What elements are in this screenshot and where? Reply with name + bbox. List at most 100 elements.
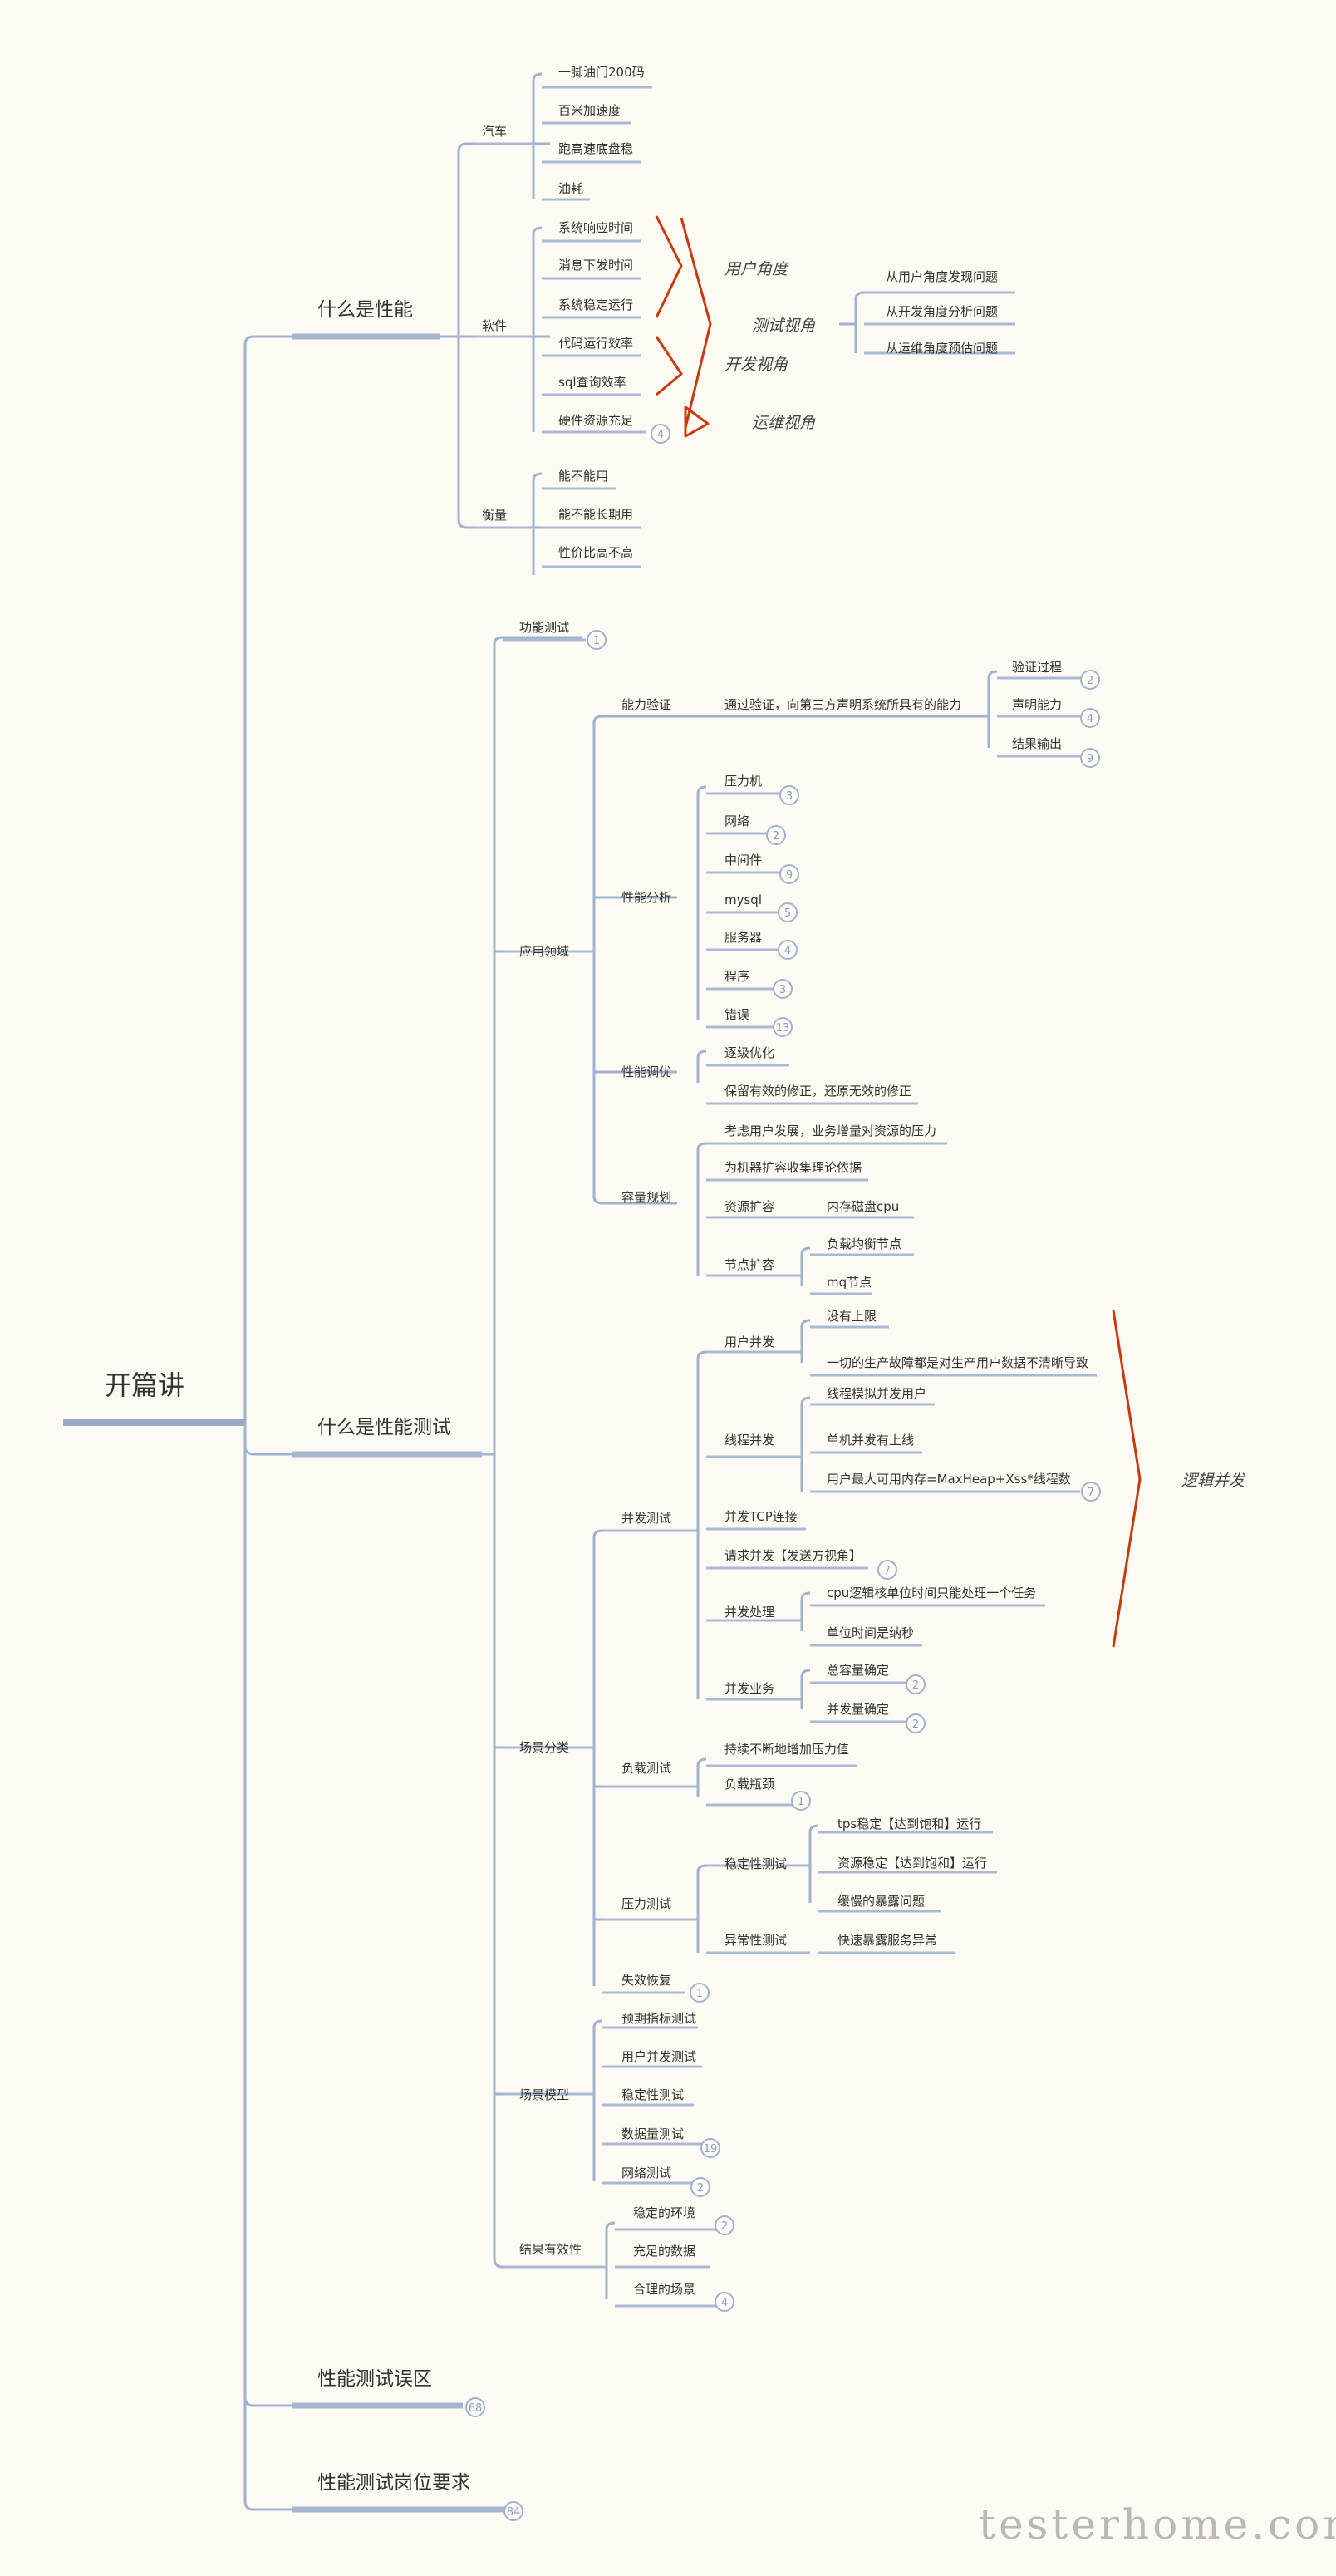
perf-tuning-item: 逐级优化	[724, 1045, 774, 1060]
scene-model-item: 网络测试	[621, 2166, 671, 2180]
conc-business: 并发业务	[724, 1681, 774, 1696]
svg-text:2: 2	[912, 1718, 919, 1731]
collapse-badge[interactable]: 19	[700, 2138, 720, 2158]
conc-user: 用户并发	[724, 1335, 774, 1349]
perf-analysis-item: 程序	[724, 969, 749, 984]
branch-pitfalls: 性能测试误区	[317, 2368, 432, 2390]
perf-analysis-item: 压力机	[724, 774, 762, 789]
collapse-badge[interactable]: 2	[1080, 670, 1100, 690]
perf-analysis-item: 网络	[724, 814, 749, 828]
node-app-domain: 应用领域	[519, 944, 569, 959]
collapse-badge[interactable]: 2	[690, 2177, 710, 2197]
node-software: 软件	[482, 318, 507, 333]
capability-item: 声明能力	[1012, 697, 1062, 712]
stress-abnormal-sub: 快速暴露服务异常	[837, 1933, 937, 1948]
collapse-badge[interactable]: 9	[779, 864, 799, 884]
load-test-item: 负载瓶颈	[724, 1777, 774, 1792]
stress-stable-item: 缓慢的暴露问题	[837, 1894, 925, 1909]
svg-text:2: 2	[912, 1679, 919, 1692]
collapse-badge[interactable]: 2	[715, 2215, 734, 2235]
capability-item: 验证过程	[1012, 660, 1062, 675]
capacity-node-sub: mq节点	[827, 1275, 872, 1290]
node-scene-category: 场景分类	[519, 1740, 569, 1755]
conc-thread-item: 线程模拟并发用户	[827, 1386, 926, 1401]
svg-text:1: 1	[798, 1796, 804, 1808]
test-angle-item: 从开发角度分析问题	[886, 304, 998, 319]
node-failover: 失效恢复	[621, 1973, 671, 1988]
validity-item: 充足的数据	[633, 2244, 695, 2259]
collapse-badge[interactable]: 4	[715, 2292, 734, 2312]
angle-ops: 运维视角	[752, 414, 816, 432]
collapse-badge[interactable]: 5	[778, 902, 798, 922]
branch-what-is-perf-test: 什么是性能测试	[317, 1417, 451, 1438]
perf-analysis-item: mysql	[724, 892, 762, 907]
capacity-node-sub: 负载均衡节点	[827, 1236, 901, 1251]
svg-text:7: 7	[1088, 1487, 1094, 1499]
conc-request: 请求并发【发送方视角】	[724, 1548, 862, 1563]
measure-item: 能不能长期用	[558, 507, 633, 522]
svg-text:4: 4	[1087, 713, 1093, 725]
node-stress-test: 压力测试	[621, 1896, 671, 1911]
svg-text:7: 7	[884, 1565, 891, 1577]
svg-text:4: 4	[784, 945, 791, 957]
software-item: 消息下发时间	[558, 258, 633, 273]
svg-text:3: 3	[786, 790, 793, 803]
collapse-badge[interactable]: 1	[791, 1791, 811, 1811]
red-brackets	[655, 215, 1142, 1648]
conc-business-item: 总容量确定	[827, 1663, 889, 1678]
conc-user-item: 没有上限	[827, 1309, 877, 1324]
validity-item: 稳定的环境	[633, 2205, 695, 2220]
scene-model-item: 用户并发测试	[621, 2049, 696, 2064]
collapse-badge[interactable]: 84	[503, 2501, 523, 2521]
node-concurrency: 并发测试	[621, 1511, 671, 1526]
perf-analysis-item: 中间件	[724, 853, 762, 868]
conc-process-item: 单位时间是纳秒	[827, 1625, 914, 1640]
perf-tuning-item: 保留有效的修正，还原无效的修正	[724, 1084, 911, 1099]
node-perf-analysis: 性能分析	[621, 890, 671, 905]
collapse-badge[interactable]: 9	[1080, 748, 1100, 768]
software-item: sql查询效率	[558, 375, 626, 390]
capacity-item: 为机器扩容收集理论依据	[724, 1160, 862, 1175]
conc-process: 并发处理	[724, 1605, 774, 1620]
capacity-resource-sub: 内存磁盘cpu	[827, 1199, 899, 1214]
car-item: 跑高速底盘稳	[558, 141, 633, 156]
collapse-badge[interactable]: 4	[651, 424, 670, 444]
collapse-badge[interactable]: 68	[465, 2397, 485, 2417]
node-result-validity: 结果有效性	[519, 2242, 582, 2257]
svg-text:2: 2	[721, 2220, 728, 2233]
svg-text:9: 9	[1087, 753, 1093, 765]
collapse-badge[interactable]: 7	[1081, 1482, 1101, 1502]
collapse-badge[interactable]: 3	[773, 979, 793, 999]
collapse-badge[interactable]: 2	[906, 1713, 926, 1733]
collapse-badge[interactable]: 13	[773, 1017, 793, 1037]
conc-process-item: cpu逻辑核单位时间只能处理一个任务	[827, 1585, 1036, 1600]
svg-text:84: 84	[507, 2506, 521, 2519]
collapse-badge[interactable]: 1	[587, 630, 607, 650]
svg-text:68: 68	[469, 2402, 483, 2415]
collapse-badge[interactable]: 7	[877, 1560, 897, 1580]
software-item: 硬件资源充足	[558, 413, 633, 428]
node-load-test: 负载测试	[621, 1761, 671, 1776]
software-item: 系统响应时间	[558, 220, 633, 235]
svg-text:1: 1	[696, 1988, 703, 2000]
load-test-item: 持续不断地增加压力值	[724, 1742, 849, 1757]
watermark: testerhome.com	[979, 2500, 1336, 2549]
software-item: 代码运行效率	[558, 336, 633, 351]
collapse-badge[interactable]: 4	[778, 940, 798, 960]
collapse-badge[interactable]: 1	[690, 1983, 710, 2003]
node-functional-test: 功能测试	[519, 620, 569, 635]
conc-thread: 线程并发	[724, 1433, 774, 1448]
collapse-badge[interactable]: 2	[906, 1674, 926, 1694]
conc-tcp: 并发TCP连接	[724, 1509, 798, 1524]
car-item: 一脚油门200码	[558, 65, 645, 80]
branch-job: 性能测试岗位要求	[317, 2472, 470, 2494]
svg-text:4: 4	[657, 429, 664, 441]
svg-text:9: 9	[786, 869, 793, 882]
node-capability: 能力验证	[621, 697, 671, 712]
node-measure: 衡量	[482, 508, 507, 523]
collapse-badge[interactable]: 3	[779, 785, 799, 805]
collapse-badge[interactable]: 2	[766, 825, 786, 845]
nodes: 开篇讲 什么是性能 什么是性能测试 性能测试误区 性能测试岗位要求 汽车 软件 …	[105, 65, 1246, 2494]
collapse-badge[interactable]: 4	[1080, 708, 1100, 728]
badges: 4 1 2 4 9 3 2 9 5 4 3 13 7 7 2 2 1 1 19 …	[465, 424, 1101, 2521]
